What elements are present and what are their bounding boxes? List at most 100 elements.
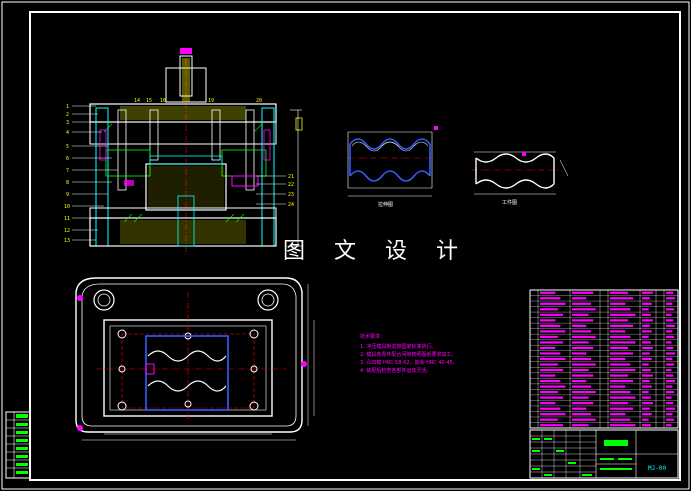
svg-text:24: 24 (288, 202, 294, 208)
bom-cell-mark (572, 352, 587, 355)
bom-cell-mark (572, 379, 587, 383)
bom-cell-mark (642, 374, 653, 377)
inner-frame (29, 11, 681, 481)
bom-cell-mark (666, 346, 674, 350)
bom-cell-mark (540, 319, 556, 322)
bom-cell-mark (540, 346, 556, 350)
svg-text:7: 7 (66, 168, 69, 174)
svg-text:15: 15 (146, 98, 152, 104)
bom-cell-mark (642, 324, 650, 327)
bom-cell-mark (572, 319, 594, 322)
bom-cell-mark (666, 396, 672, 399)
bom-cell-mark (666, 324, 676, 327)
svg-text:10: 10 (64, 204, 70, 210)
svg-text:19: 19 (208, 98, 214, 104)
bom-cell-mark (610, 319, 628, 322)
bom-cell-mark (666, 313, 672, 316)
bom-cell-mark (572, 341, 589, 344)
bom-cell-mark (610, 379, 633, 383)
bom-cell-mark (666, 413, 673, 416)
bom-cell-mark (572, 297, 587, 300)
bom-cell-mark (642, 357, 652, 361)
svg-text:9: 9 (66, 192, 69, 198)
bom-cell-mark (572, 385, 591, 388)
svg-text:14: 14 (134, 98, 140, 104)
bom-cell-mark (666, 368, 672, 372)
bom-cell-mark (666, 407, 676, 410)
svg-text:2: 2 (66, 112, 69, 118)
bom-cell-mark (642, 424, 651, 427)
tech-req-item: 4. 装配后检查各部件运动灵活。 (360, 367, 431, 374)
svg-text:5: 5 (66, 144, 69, 150)
bom-cell-mark (642, 319, 653, 322)
bom-cell-mark (610, 418, 631, 421)
bom-cell-mark (540, 368, 563, 372)
bom-cell-mark (572, 308, 596, 311)
bom-cell-mark (642, 302, 652, 305)
bom-cell-mark (540, 407, 561, 410)
blank-view: 工件图 (472, 151, 569, 206)
bom-cell-mark (610, 352, 633, 355)
bom-cell-mark (642, 297, 650, 300)
svg-text:21: 21 (288, 174, 294, 180)
bom-cell-mark (642, 407, 650, 410)
bom-cell-mark (666, 302, 673, 305)
bom-cell-mark (540, 396, 563, 399)
svg-text:8: 8 (66, 180, 69, 186)
bom-cell-mark (572, 363, 596, 366)
bom-cell-mark (610, 330, 626, 333)
plan-view (75, 277, 315, 441)
bom-cell-mark (572, 391, 596, 394)
bom-cell-mark (610, 297, 633, 300)
bom-cell-mark (540, 291, 556, 294)
bom-cell-mark (540, 313, 563, 316)
bom-cell-mark (642, 413, 652, 416)
bom-cell-mark (610, 424, 636, 427)
bom-cell-mark (642, 391, 649, 394)
tech-req-item: 1. 冲压模具制造按国家标准执行。 (360, 343, 436, 350)
bom-cell-mark (572, 402, 594, 405)
bom-cell-mark (610, 313, 636, 316)
bom-cell-mark (666, 291, 674, 294)
bom-cell-mark (610, 402, 628, 405)
bom-cell-mark (572, 368, 589, 372)
bom-cell-mark (540, 352, 561, 355)
bom-cell-mark (540, 424, 563, 427)
bom-cell-mark (642, 330, 652, 333)
bom-cell-mark (540, 391, 558, 394)
svg-text:22: 22 (288, 182, 294, 188)
bom-cell-mark (572, 396, 589, 399)
bom-cell-mark (666, 424, 672, 427)
bom-cell-mark (610, 341, 636, 344)
tech-req-title: 技术要求： (360, 333, 385, 340)
bom-cell-mark (666, 341, 672, 344)
bom-cell-mark (610, 407, 633, 410)
blank-label: 工件图 (502, 199, 517, 206)
bom-cell-mark (572, 324, 587, 327)
bom-cell-mark (540, 374, 556, 377)
bom-cell-mark (610, 368, 636, 372)
bom-cell-mark (642, 313, 651, 316)
bom-cell-mark (610, 308, 631, 311)
bom-cell-mark (540, 379, 561, 383)
bom-cell-mark (610, 413, 626, 416)
bom-cell-mark (666, 418, 675, 421)
bom-cell-mark (642, 341, 651, 344)
bom-cell-mark (642, 308, 649, 311)
bom-cell-mark (642, 368, 651, 372)
bom-cell-mark (540, 357, 566, 361)
bom-cell-mark (666, 374, 674, 377)
bom-cell-mark (642, 379, 650, 383)
bom-cell-mark (666, 391, 675, 394)
bom-cell-mark (666, 363, 675, 366)
bom-cell-mark (572, 424, 589, 427)
bom-cell-mark (666, 352, 676, 355)
bom-cell-mark (572, 291, 594, 294)
bom-cell-mark (666, 308, 675, 311)
svg-text:4: 4 (66, 130, 69, 136)
bom-cell-mark (540, 413, 566, 416)
tech-req-item: 3. 凸凹模 HRC 58-62，其余 HRC 40-45。 (360, 359, 458, 366)
bom-cell-mark (642, 346, 653, 350)
